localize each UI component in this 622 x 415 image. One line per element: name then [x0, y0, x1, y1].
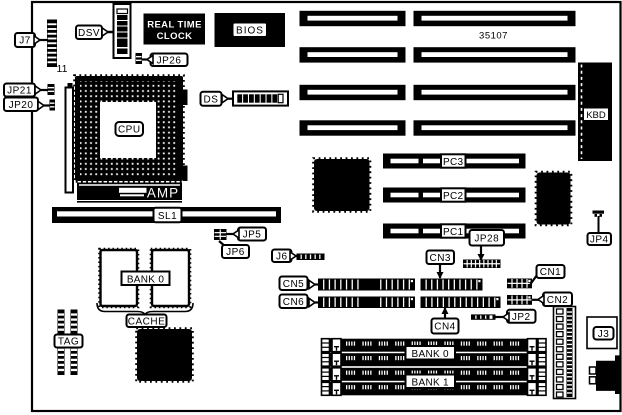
svg-text:J3: J3 [598, 329, 610, 340]
svg-text:JP26: JP26 [157, 55, 182, 66]
svg-text:SL1: SL1 [158, 211, 177, 222]
svg-text:REAL TIME: REAL TIME [147, 20, 202, 31]
svg-text:CLOCK: CLOCK [157, 31, 193, 42]
svg-text:CN2: CN2 [547, 295, 569, 306]
svg-text:DS: DS [204, 94, 219, 105]
svg-text:35107: 35107 [479, 31, 508, 42]
svg-text:CN6: CN6 [283, 297, 305, 308]
svg-text:11: 11 [57, 63, 68, 75]
svg-text:KBD: KBD [586, 110, 606, 121]
svg-text:CACHE: CACHE [128, 316, 166, 327]
svg-text:PC1: PC1 [443, 227, 463, 238]
svg-text:CN5: CN5 [283, 279, 305, 290]
svg-text:JP4: JP4 [590, 235, 609, 246]
svg-text:JP5: JP5 [243, 230, 262, 241]
svg-text:JP2: JP2 [512, 312, 531, 323]
svg-text:BANK 0: BANK 0 [127, 274, 165, 285]
svg-text:JP28: JP28 [474, 233, 499, 244]
svg-text:BIOS: BIOS [236, 26, 264, 37]
svg-text:CPU: CPU [118, 125, 141, 136]
svg-text:CN1: CN1 [540, 267, 562, 278]
svg-text:DSV: DSV [78, 28, 100, 39]
svg-text:J7: J7 [19, 36, 31, 47]
svg-text:CN4: CN4 [434, 322, 456, 333]
svg-text:TAG: TAG [58, 337, 79, 348]
svg-text:BANK 1: BANK 1 [412, 377, 450, 388]
svg-text:PC3: PC3 [443, 157, 463, 168]
svg-text:JP21: JP21 [7, 86, 32, 97]
svg-text:PC2: PC2 [443, 191, 463, 202]
svg-text:JP6: JP6 [226, 247, 245, 258]
svg-text:AMP: AMP [147, 186, 179, 201]
svg-text:CN3: CN3 [429, 253, 451, 264]
svg-text:JP20: JP20 [9, 100, 34, 111]
svg-text:J6: J6 [276, 251, 288, 262]
svg-text:BANK 0: BANK 0 [412, 349, 450, 360]
